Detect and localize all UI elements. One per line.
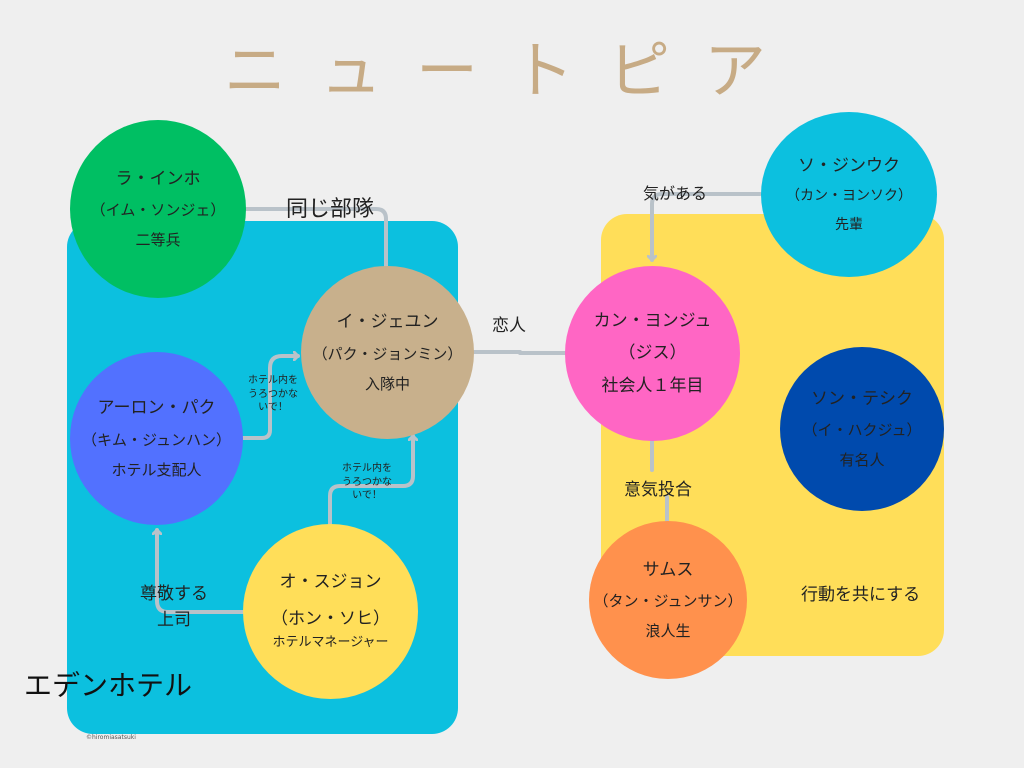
label-line: いで！ [352,490,382,501]
edge-interested [652,192,762,262]
node-actor: （タン・ジュンサン） [593,592,743,611]
node-ra-inho: ラ・インホ （イム・ソンジェ） 二等兵 [70,120,246,298]
node-name: ソン・テシク [811,388,913,409]
label-get-along: 意気投合 [624,480,692,500]
label-lovers: 恋人 [492,316,526,336]
edge-same-unit [243,207,388,268]
node-aaron-park: アーロン・パク （キム・ジュンハン） ホテル支配人 [70,352,243,525]
node-i-jeyun: イ・ジェユン （パク・ジョンミン） 入隊中 [301,266,474,439]
node-name: ソ・ジンウク [798,155,900,176]
node-samusu: サムス （タン・ジュンサン） 浪人生 [589,521,747,679]
node-role: ホテルマネージャー [272,635,389,651]
node-so-jinuku: ソ・ジンウク （カン・ヨンソク） 先輩 [761,112,937,277]
node-actor: （パク・ジョンミン） [312,344,463,363]
node-role: ホテル支配人 [111,460,202,479]
node-role: 二等兵 [135,231,181,250]
edge-lovers [472,350,568,355]
label-line: いで！ [258,402,288,413]
region-label-act-together: 行動を共にする [801,585,921,605]
node-role: 先輩 [835,216,863,233]
label-hotel-note-2: ホテル内を うろつかな いで！ [336,462,398,503]
node-name: アーロン・パク [97,398,216,419]
label-line: ホテル内を [248,375,298,386]
node-actor: （イ・ハクジュ） [802,421,922,440]
node-kan-yonju: カン・ヨンジュ （ジス） 社会人１年目 [565,266,740,441]
node-role: 社会人１年目 [601,375,704,396]
node-actor: （ジス） [618,343,687,364]
label-line: 尊敬する [140,584,208,604]
diagram-title: ニュートピア [223,34,800,107]
node-son-teshiku: ソン・テシク （イ・ハクジュ） 有名人 [780,347,944,511]
label-interested: 気がある [643,184,708,203]
edge-respected-boss [157,528,245,614]
edge-get-along [650,438,669,523]
edge-hotel-note-2 [328,434,413,526]
label-line: うろつかな [248,388,298,400]
node-actor: （キム・ジュンハン） [82,430,231,449]
node-name: カン・ヨンジュ [593,310,712,331]
label-line: 上司 [157,610,191,630]
node-actor: （ホン・ソヒ） [271,608,390,629]
node-actor: （イム・ソンジェ） [90,201,226,220]
node-role: 有名人 [839,451,885,470]
node-name: オ・スジョン [279,572,382,593]
node-actor: （カン・ヨンソク） [786,187,912,204]
edge-hotel-note-1 [241,356,300,440]
label-respected-boss: 尊敬する 上司 [140,581,208,633]
credit-text: ©hiromiasatsuki [86,734,136,741]
node-name: サムス [642,559,694,580]
node-name: ラ・インホ [115,168,201,189]
label-hotel-note-1: ホテル内を うろつかな いで！ [244,374,302,415]
node-role: 浪人生 [645,622,691,641]
node-role: 入隊中 [364,374,410,393]
label-line: ホテル内を [342,463,392,474]
node-o-sujon: オ・スジョン （ホン・ソヒ） ホテルマネージャー [243,524,418,699]
node-name: イ・ジェユン [336,312,439,333]
label-same-unit: 同じ部隊 [286,197,375,222]
label-line: うろつかな [342,476,392,488]
region-label-eden-hotel: エデンホテル [24,669,193,702]
